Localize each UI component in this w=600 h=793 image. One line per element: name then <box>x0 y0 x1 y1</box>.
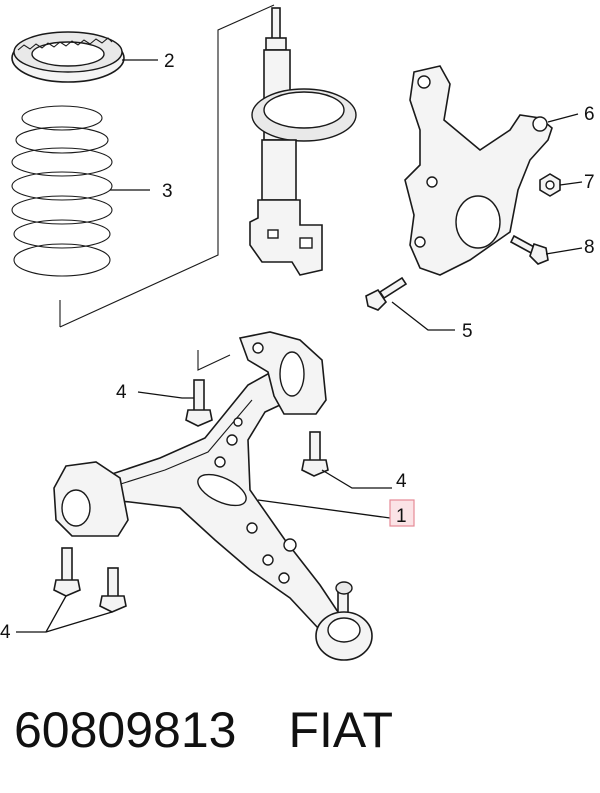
brand-name: FIAT <box>288 702 394 758</box>
callout-7: 7 <box>584 172 595 193</box>
bolt-arm-right <box>301 431 329 477</box>
leader-4-left <box>16 595 113 633</box>
leader-4-right <box>321 469 392 489</box>
shock-absorber <box>249 7 357 276</box>
callout-8: 8 <box>584 237 595 258</box>
spring-seat <box>11 31 125 83</box>
callout-4-top: 4 <box>116 382 127 403</box>
steering-knuckle <box>404 65 553 276</box>
callout-6: 6 <box>584 104 595 125</box>
callout-4-left: 4 <box>0 622 11 643</box>
bolt-knuckle <box>509 234 549 265</box>
callout-4-right: 4 <box>396 471 407 492</box>
nut <box>539 173 561 197</box>
bolt-long <box>365 276 408 311</box>
control-arm <box>53 331 373 661</box>
bolt-arm-left-1 <box>53 547 81 597</box>
callout-1: 1 <box>396 506 407 527</box>
leader-8 <box>545 247 583 255</box>
callout-5: 5 <box>462 321 473 342</box>
leader-1 <box>257 499 391 519</box>
callout-3: 3 <box>162 181 173 202</box>
footer-caption: 60809813 FIAT <box>14 690 594 770</box>
bolt-arm-left-2 <box>99 567 127 613</box>
leader-7 <box>559 181 583 186</box>
callout-1-highlight <box>389 499 415 527</box>
bolt-arm-top <box>185 379 213 427</box>
assembly-bracket <box>59 4 275 328</box>
leader-5 <box>391 301 455 331</box>
callout-2: 2 <box>164 51 175 72</box>
coil-spring <box>11 105 113 277</box>
leader-4-top <box>137 391 194 399</box>
parts-diagram: 1 2 3 4 4 4 5 6 7 8 <box>0 4 595 661</box>
leader-6 <box>547 113 579 123</box>
part-number: 60809813 <box>14 702 237 758</box>
